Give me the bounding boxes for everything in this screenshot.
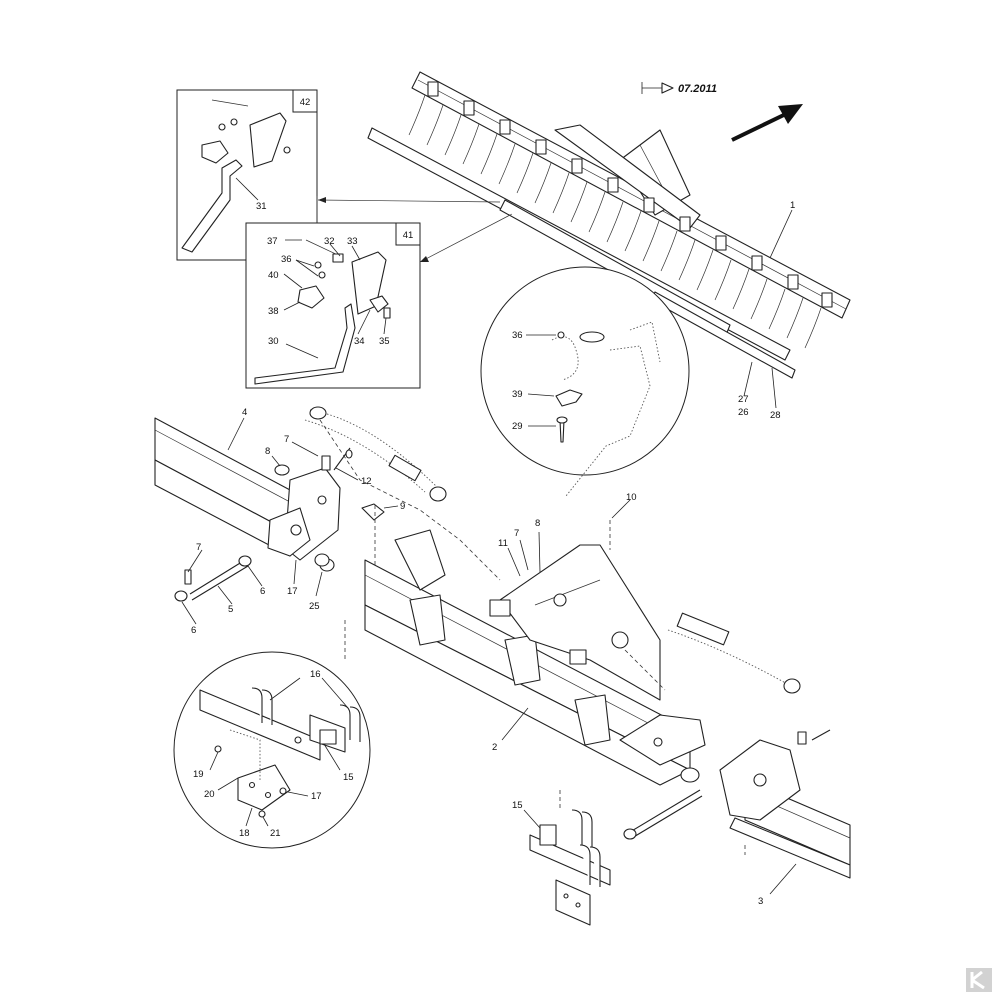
callout-9: 9 bbox=[400, 501, 405, 512]
callout-8-left: 8 bbox=[265, 446, 270, 457]
callout-6-left: 6 bbox=[191, 625, 196, 636]
inset-41: 41 bbox=[245, 222, 421, 389]
callout-21: 21 bbox=[270, 828, 281, 839]
callout-30: 30 bbox=[268, 336, 279, 347]
callout-27: 27 bbox=[738, 394, 749, 405]
assembly-guide-lines bbox=[319, 419, 746, 855]
callout-5: 5 bbox=[228, 604, 233, 615]
top-link-left bbox=[304, 406, 447, 502]
callout-33: 33 bbox=[347, 236, 358, 247]
callout-16: 16 bbox=[310, 669, 321, 680]
direction-arrow-icon bbox=[731, 104, 803, 142]
callout-26: 26 bbox=[738, 407, 749, 418]
top-link-right bbox=[667, 612, 801, 694]
callout-17-detail: 17 bbox=[311, 791, 322, 802]
callout-40: 40 bbox=[268, 270, 279, 281]
left-frame-member bbox=[154, 417, 341, 561]
callout-7-left: 7 bbox=[196, 542, 201, 553]
callout-28: 28 bbox=[770, 410, 781, 421]
validity-date: 07.2011 bbox=[678, 83, 717, 95]
detail-circle-bracket bbox=[173, 651, 371, 849]
callout-25: 25 bbox=[309, 601, 320, 612]
hitch-bracket-assembly bbox=[529, 809, 611, 926]
callout-7-top: 7 bbox=[284, 434, 289, 445]
callout-15-bracket: 15 bbox=[512, 800, 523, 811]
right-frame-member bbox=[623, 729, 851, 879]
callout-11: 11 bbox=[498, 538, 508, 549]
callout-1: 1 bbox=[790, 200, 795, 211]
inset-number-42: 42 bbox=[300, 97, 311, 108]
callout-19: 19 bbox=[193, 769, 204, 780]
callout-38: 38 bbox=[268, 306, 279, 317]
callout-20: 20 bbox=[204, 789, 215, 800]
callout-36-inset: 36 bbox=[281, 254, 292, 265]
callout-2: 2 bbox=[492, 742, 497, 753]
callouts: 31 37 32 33 36 40 38 34 35 30 1 27 26 28… bbox=[181, 177, 797, 907]
callout-10: 10 bbox=[626, 492, 637, 503]
harrow-assembly bbox=[367, 71, 851, 379]
callout-7-centre: 7 bbox=[514, 528, 519, 539]
callout-35: 35 bbox=[379, 336, 390, 347]
inset-number-41: 41 bbox=[403, 230, 414, 241]
callout-36-detail: 36 bbox=[512, 330, 523, 341]
callout-17-frame: 17 bbox=[287, 586, 298, 597]
callout-12: 12 bbox=[361, 476, 372, 487]
callout-37: 37 bbox=[267, 236, 278, 247]
callout-39: 39 bbox=[512, 389, 523, 400]
brand-logo-icon bbox=[966, 968, 992, 992]
callout-6-right: 6 bbox=[260, 586, 265, 597]
callout-18: 18 bbox=[239, 828, 250, 839]
inset-connector-lines bbox=[316, 196, 513, 263]
callout-8-centre: 8 bbox=[535, 518, 540, 529]
validity-marker: 07.2011 bbox=[641, 82, 717, 95]
left-small-parts bbox=[174, 447, 385, 602]
callout-15-detail: 15 bbox=[343, 772, 354, 783]
callout-34: 34 bbox=[354, 336, 365, 347]
callout-32: 32 bbox=[324, 236, 335, 247]
callout-31: 31 bbox=[256, 201, 267, 212]
callout-4: 4 bbox=[242, 407, 247, 418]
detail-circle-tine-holder bbox=[480, 266, 690, 497]
callout-29: 29 bbox=[512, 421, 523, 432]
callout-3: 3 bbox=[758, 896, 763, 907]
central-main-frame bbox=[364, 529, 706, 786]
